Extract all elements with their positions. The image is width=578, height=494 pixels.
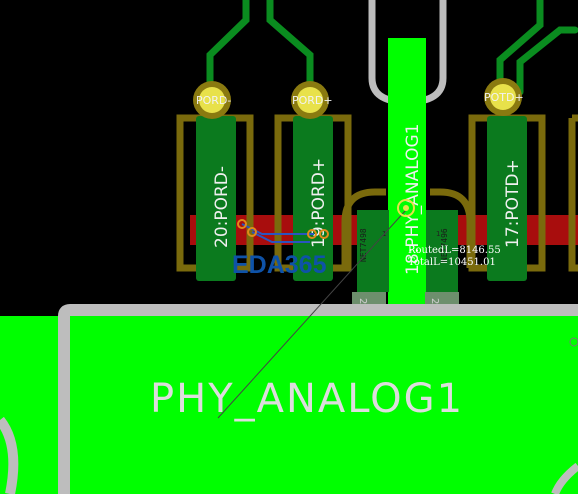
pads bbox=[196, 116, 527, 292]
pin-one-right: 1 bbox=[436, 230, 440, 238]
cursor-dot bbox=[403, 205, 409, 211]
top-traces bbox=[206, 0, 578, 96]
vias bbox=[193, 78, 522, 119]
pin-label-20: 20:PORD- bbox=[212, 166, 232, 248]
net-label-left: NET7498 bbox=[359, 228, 368, 262]
routed-length-readout: RoutedL=8146.55 bbox=[408, 245, 501, 256]
small-routing bbox=[237, 219, 329, 243]
measure-line bbox=[217, 209, 407, 419]
cursor-ring[interactable] bbox=[397, 199, 415, 217]
eda365-logo: EDA365 bbox=[232, 251, 327, 279]
via-label-4: POTD+ bbox=[484, 91, 524, 104]
via-label-2: PORD+ bbox=[292, 94, 333, 107]
copper-net-label: PHY_ANALOG1 bbox=[150, 376, 464, 422]
copper-pour bbox=[0, 304, 578, 494]
edge-marker bbox=[569, 337, 578, 347]
pin-label-18: 18:PHY_ANALOG1 bbox=[403, 124, 423, 276]
pin-label-17: 17:POTD+ bbox=[503, 159, 523, 248]
pin-label-19: 19:PORD+ bbox=[309, 158, 329, 248]
net-label-right: NET7496 bbox=[440, 228, 449, 262]
via-label-1: PORD- bbox=[196, 94, 231, 107]
total-length-readout: TotalL=10451.01 bbox=[408, 257, 496, 268]
center-tube bbox=[368, 0, 447, 310]
